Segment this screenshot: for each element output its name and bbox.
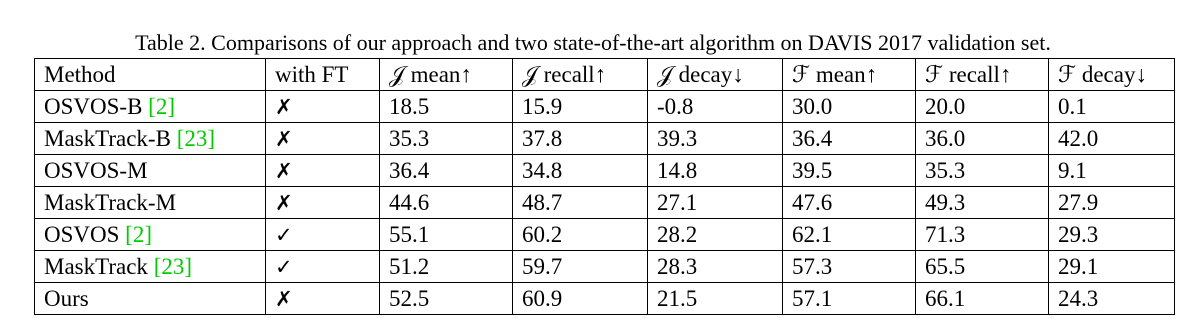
check-icon: ✓ [265,218,380,251]
header-j-recall: 𝒥 recall↑ [512,58,648,91]
cross-icon: ✗ [265,186,380,219]
cell-j-mean: 51.2 [379,250,513,283]
cell-f-recall: 49.3 [915,186,1049,219]
cell-j-mean: 18.5 [379,90,513,123]
header-f-decay: ℱ decay↓ [1048,58,1175,91]
cell-method: MaskTrack [23] [34,250,266,283]
table-caption: Table 2. Comparisons of our approach and… [135,30,1051,55]
results-table: Method with FT 𝒥 mean↑ 𝒥 recall↑ 𝒥 decay… [34,58,1175,315]
check-icon: ✓ [265,250,380,283]
cross-icon: ✗ [265,154,380,187]
cell-f-recall: 20.0 [915,90,1049,123]
method-name: OSVOS-M [44,157,148,183]
cell-method: Ours [34,282,266,315]
cell-method: OSVOS [2] [34,218,266,251]
cell-f-mean: 36.4 [782,122,916,155]
cross-icon: ✗ [265,122,380,155]
cell-j-decay: 28.3 [647,250,783,283]
method-name: MaskTrack-B [44,125,177,151]
citation-link[interactable]: [23] [176,125,216,151]
cell-j-recall: 37.8 [512,122,648,155]
cell-method: MaskTrack-B [23] [34,122,266,155]
cell-j-mean: 36.4 [379,154,513,187]
cell-j-decay: 39.3 [647,122,783,155]
header-j-decay: 𝒥 decay↓ [647,58,783,91]
cell-f-mean: 39.5 [782,154,916,187]
header-f-recall: ℱ recall↑ [915,58,1049,91]
cell-method: OSVOS-M [34,154,266,187]
cell-j-recall: 60.2 [512,218,648,251]
method-name: Ours [44,285,89,311]
cell-j-recall: 34.8 [512,154,648,187]
cell-f-decay: 29.1 [1048,250,1175,283]
cell-j-mean: 44.6 [379,186,513,219]
cell-f-recall: 71.3 [915,218,1049,251]
cell-f-decay: 9.1 [1048,154,1175,187]
cross-icon: ✗ [265,282,380,315]
method-name: MaskTrack-M [44,189,177,215]
cell-j-decay: 28.2 [647,218,783,251]
cell-j-mean: 52.5 [379,282,513,315]
cell-j-recall: 60.9 [512,282,648,315]
cell-j-decay: 27.1 [647,186,783,219]
cell-f-mean: 62.1 [782,218,916,251]
citation-link[interactable]: [23] [153,253,193,279]
cell-f-mean: 30.0 [782,90,916,123]
method-name: MaskTrack [44,253,154,279]
cell-method: OSVOS-B [2] [34,90,266,123]
cell-f-mean: 57.1 [782,282,916,315]
cell-j-recall: 48.7 [512,186,648,219]
method-name: OSVOS-B [44,93,149,119]
cell-f-decay: 29.3 [1048,218,1175,251]
cell-f-decay: 42.0 [1048,122,1175,155]
cell-j-recall: 59.7 [512,250,648,283]
cell-f-recall: 66.1 [915,282,1049,315]
cell-j-decay: -0.8 [647,90,783,123]
method-name: OSVOS [44,221,126,247]
header-j-mean: 𝒥 mean↑ [379,58,513,91]
citation-link[interactable]: [2] [148,93,175,119]
cell-j-mean: 55.1 [379,218,513,251]
header-method: Method [34,58,266,91]
cell-f-mean: 47.6 [782,186,916,219]
header-with-ft: with FT [265,58,380,91]
cell-j-decay: 21.5 [647,282,783,315]
cell-f-decay: 24.3 [1048,282,1175,315]
header-f-mean: ℱ mean↑ [782,58,916,91]
cell-j-decay: 14.8 [647,154,783,187]
header-row: Method with FT 𝒥 mean↑ 𝒥 recall↑ 𝒥 decay… [34,58,1175,91]
cell-f-recall: 35.3 [915,154,1049,187]
cell-f-decay: 27.9 [1048,186,1175,219]
cross-icon: ✗ [265,90,380,123]
cell-f-decay: 0.1 [1048,90,1175,123]
cell-j-mean: 35.3 [379,122,513,155]
cell-f-recall: 36.0 [915,122,1049,155]
cell-f-mean: 57.3 [782,250,916,283]
citation-link[interactable]: [2] [125,221,152,247]
cell-method: MaskTrack-M [34,186,266,219]
cell-j-recall: 15.9 [512,90,648,123]
cell-f-recall: 65.5 [915,250,1049,283]
